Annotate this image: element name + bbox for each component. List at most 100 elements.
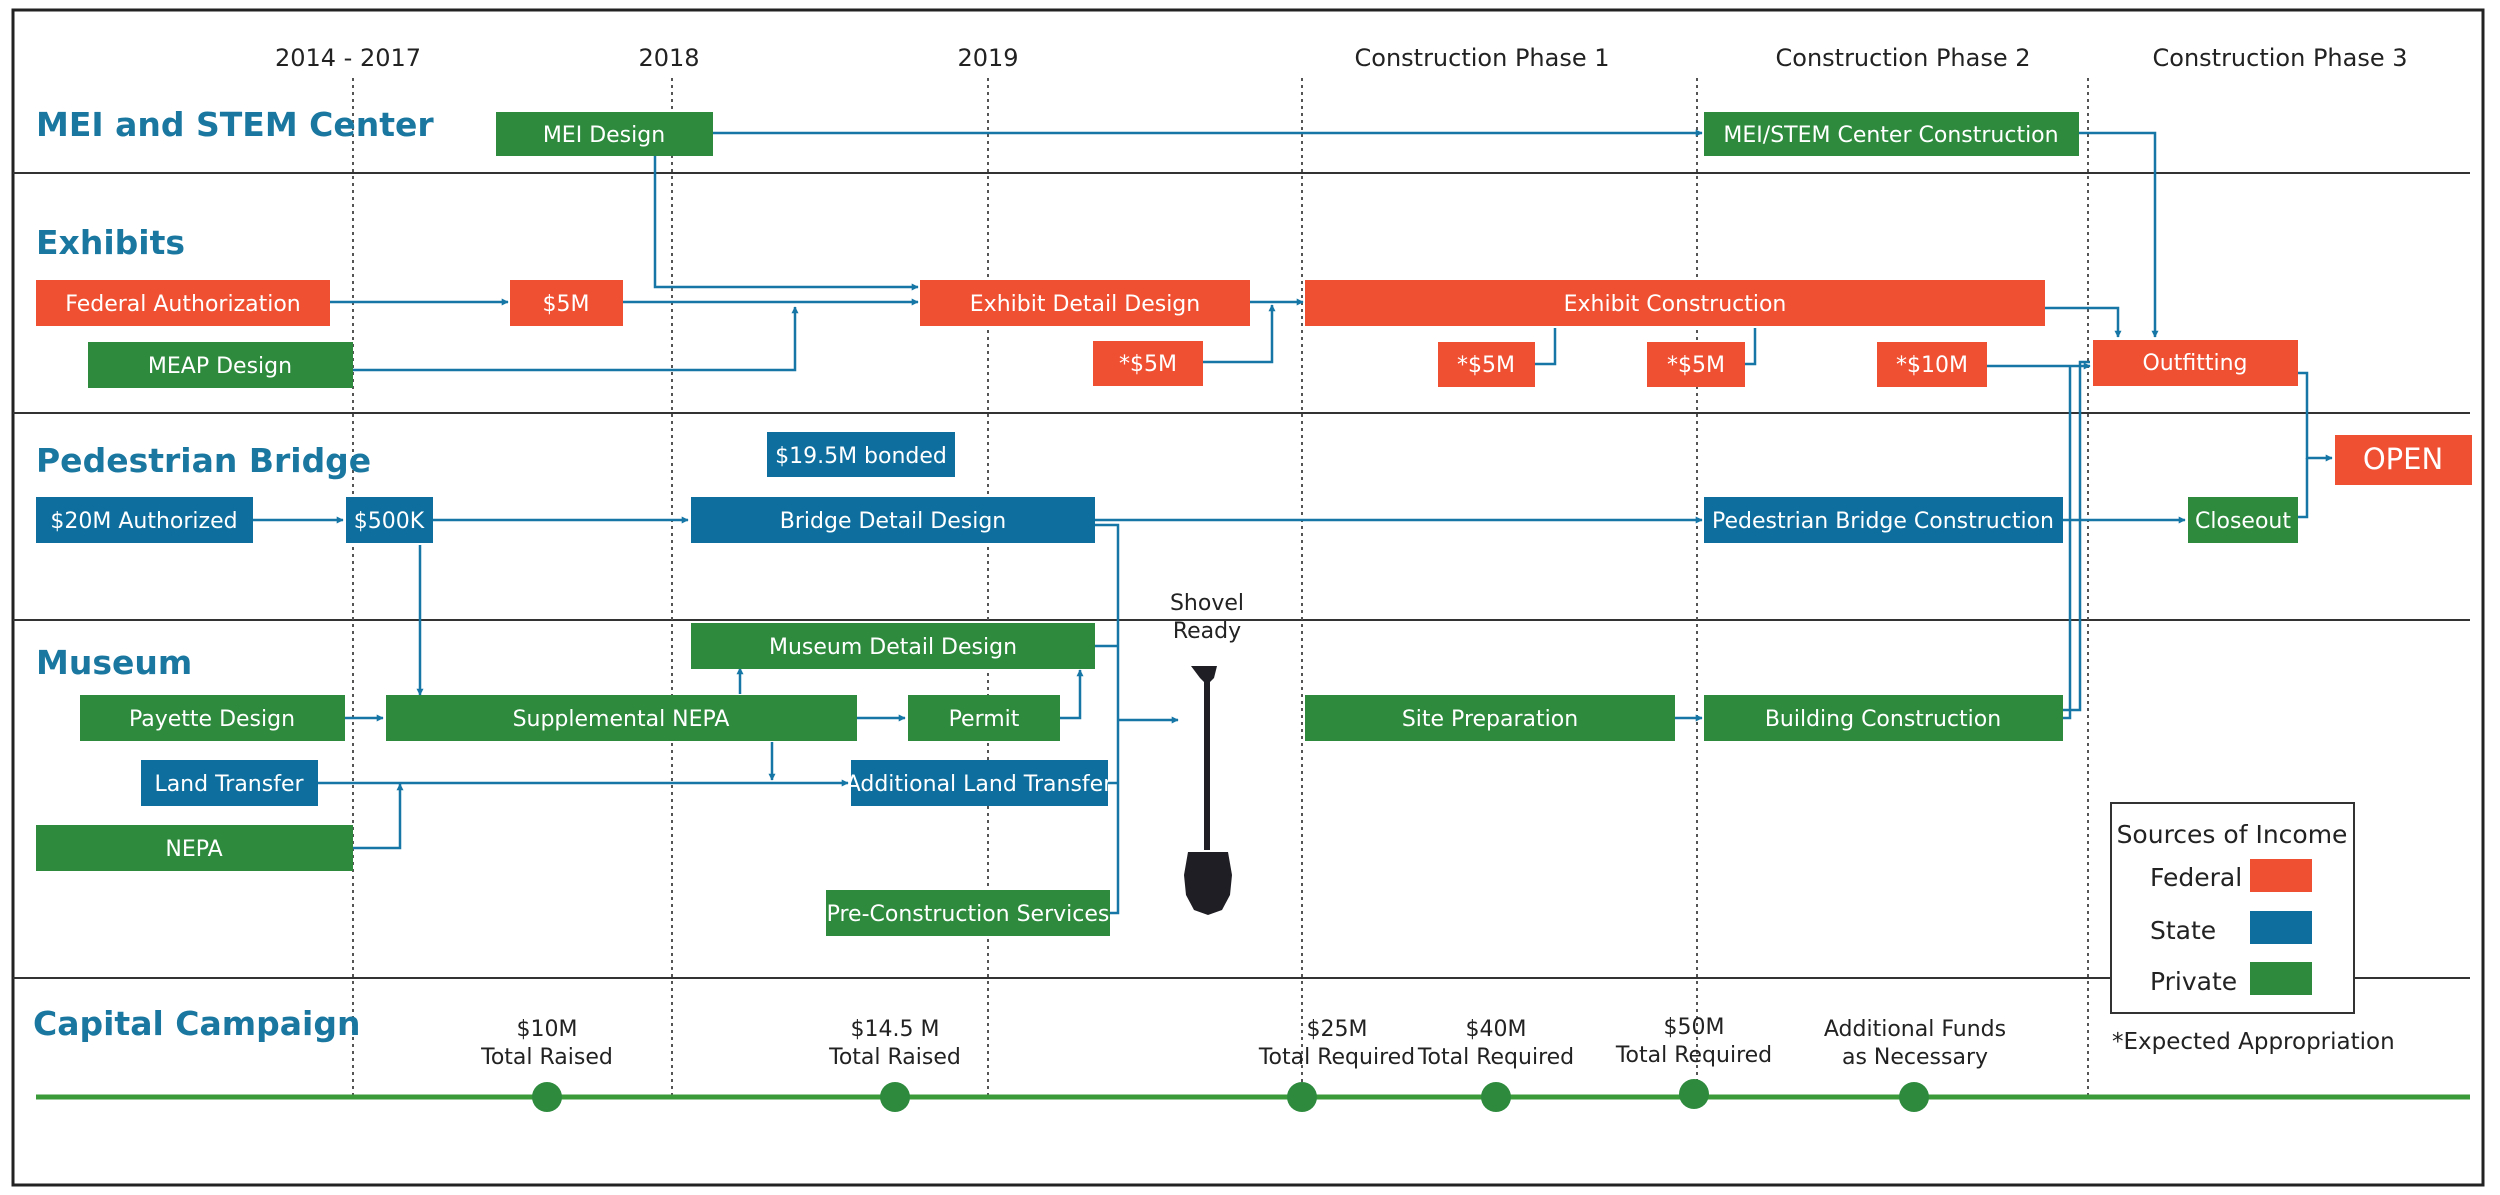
connector-mei-design-to-exhibit-detail-design	[653, 154, 919, 291]
legend-swatch-state	[2250, 911, 2312, 944]
legend-frame	[2110, 802, 2355, 1014]
svg-text:$19.5M bonded: $19.5M bonded	[775, 444, 947, 469]
box-500k: $500K	[346, 497, 433, 543]
svg-text:*$10M: *$10M	[1896, 353, 1968, 378]
connector-converge-to-shovel-ready	[1095, 523, 1120, 915]
box-pedestrian-bridge-construction: Pedestrian Bridge Construction	[1704, 497, 2063, 543]
svg-text:MEAP Design: MEAP Design	[148, 354, 292, 379]
svg-text:Total Required: Total Required	[1417, 1045, 1574, 1070]
svg-text:as Necessary: as Necessary	[1842, 1045, 1988, 1070]
box-museum-detail-design: Museum Detail Design	[691, 623, 1095, 669]
shovel-label-line1: Shovel	[1170, 591, 1244, 616]
box-mei-design: MEI Design	[496, 112, 713, 156]
svg-text:$40M: $40M	[1466, 1017, 1527, 1042]
svg-text:$20M Authorized: $20M Authorized	[50, 509, 237, 534]
column-header-phase-2: Construction Phase 2	[1776, 44, 2031, 72]
svg-text:*$5M: *$5M	[1457, 353, 1515, 378]
svg-text:Outfitting: Outfitting	[2142, 351, 2247, 376]
svg-text:OPEN: OPEN	[2363, 442, 2443, 476]
row-label-pedestrian-bridge: Pedestrian Bridge	[36, 441, 371, 480]
connector-permit-to-bridge-detail-design	[1060, 669, 1084, 720]
svg-text:MEI/STEM Center Construction: MEI/STEM Center Construction	[1723, 123, 2058, 148]
box-building-construction: Building Construction	[1704, 695, 2063, 741]
svg-text:Private: Private	[2150, 967, 2237, 996]
svg-text:State: State	[2150, 916, 2216, 945]
column-header-2018: 2018	[638, 44, 699, 72]
svg-text:Payette Design: Payette Design	[129, 707, 295, 732]
svg-text:MEI Design: MEI Design	[543, 123, 665, 148]
box-expected-10m: *$10M	[1877, 342, 1987, 387]
svg-text:*$5M: *$5M	[1119, 352, 1177, 377]
svg-text:Exhibit Detail Design: Exhibit Detail Design	[970, 292, 1200, 317]
milestone-dot	[1287, 1082, 1317, 1112]
row-label-capital-campaign: Capital Campaign	[33, 1004, 360, 1043]
svg-text:Site Preparation: Site Preparation	[1402, 707, 1578, 732]
box-mei-stem-construction: MEI/STEM Center Construction	[1704, 112, 2079, 156]
svg-text:NEPA: NEPA	[165, 837, 222, 862]
shovel-icon	[1184, 666, 1232, 915]
svg-text:Total Required: Total Required	[1615, 1043, 1772, 1068]
milestone-dot	[1899, 1082, 1929, 1112]
column-headers: 2014 - 2017 2018 2019 Construction Phase…	[275, 44, 2408, 72]
milestone-14-5m: $14.5 M Total Raised	[828, 1017, 961, 1112]
connector-building-construction-to-outfitting-b	[2063, 360, 2090, 712]
milestone-25m: $25M Total Required	[1258, 1017, 1415, 1112]
connector-mei-stem-construction-to-outfitting	[2079, 131, 2159, 338]
box-expected-5m-c: *$5M	[1647, 342, 1745, 387]
legend-title: Sources of Income	[2117, 820, 2348, 849]
svg-text:Permit: Permit	[949, 707, 1020, 732]
box-20m-authorized: $20M Authorized	[36, 497, 253, 543]
svg-text:Museum Detail Design: Museum Detail Design	[769, 635, 1017, 660]
connector-exp-5m-a-to-exhibit-construction	[1203, 304, 1276, 364]
box-five-m: $5M	[510, 280, 623, 326]
svg-text:Total Required: Total Required	[1258, 1045, 1415, 1070]
diagram-frame	[11, 8, 2485, 1187]
box-nepa: NEPA	[36, 825, 353, 871]
milestone-50m: $50M Total Required	[1615, 1015, 1772, 1109]
svg-text:Total Raised: Total Raised	[480, 1045, 613, 1070]
row-label-mei-stem: MEI and STEM Center	[36, 105, 434, 144]
box-meap-design: MEAP Design	[88, 342, 353, 388]
capital-campaign-timeline: $10M Total Raised $14.5 M Total Raised $…	[36, 1015, 2470, 1112]
box-exhibit-detail-design: Exhibit Detail Design	[920, 280, 1250, 326]
svg-text:$10M: $10M	[517, 1017, 578, 1042]
legend-item-state: State	[2150, 911, 2312, 945]
box-open: OPEN	[2335, 435, 2472, 485]
connector-exhibit-construction-to-outfitting	[2045, 306, 2122, 338]
svg-text:Federal: Federal	[2150, 863, 2242, 892]
shovel-ready: Shovel Ready	[1170, 591, 1244, 915]
box-closeout: Closeout	[2188, 497, 2298, 543]
boxes: MEI Design MEI/STEM Center Construction …	[36, 112, 2472, 936]
svg-text:Bridge Detail Design: Bridge Detail Design	[780, 509, 1006, 534]
box-19-5m-bonded: $19.5M bonded	[767, 432, 955, 477]
milestone-additional-funds: Additional Funds as Necessary	[1824, 1017, 2006, 1112]
connector-meap-design-to-funding	[353, 306, 799, 372]
box-site-preparation: Site Preparation	[1305, 695, 1675, 741]
svg-text:Supplemental NEPA: Supplemental NEPA	[513, 707, 730, 732]
box-expected-5m-a: *$5M	[1093, 341, 1203, 386]
svg-text:Exhibit Construction: Exhibit Construction	[1564, 292, 1787, 317]
legend: Sources of Income Federal State Private	[2110, 802, 2355, 1014]
svg-text:Additional Land Transfer: Additional Land Transfer	[846, 772, 1113, 797]
svg-text:Additional Funds: Additional Funds	[1824, 1017, 2006, 1042]
svg-text:$500K: $500K	[354, 509, 425, 534]
connector-outfitting-to-open	[2298, 371, 2333, 462]
shovel-label-line2: Ready	[1173, 619, 1241, 644]
svg-text:Total Raised: Total Raised	[828, 1045, 961, 1070]
box-land-transfer: Land Transfer	[141, 760, 318, 806]
legend-item-private: Private	[2150, 962, 2312, 996]
box-bridge-detail-design: Bridge Detail Design	[691, 497, 1095, 543]
box-permit: Permit	[908, 695, 1060, 741]
svg-text:Federal Authorization: Federal Authorization	[65, 292, 300, 317]
box-federal-authorization: Federal Authorization	[36, 280, 330, 326]
svg-text:$14.5 M: $14.5 M	[851, 1017, 940, 1042]
box-outfitting: Outfitting	[2093, 340, 2298, 386]
column-dividers	[352, 78, 2089, 1100]
milestone-dot	[1481, 1082, 1511, 1112]
row-label-museum: Museum	[36, 643, 192, 682]
column-header-2014-2017: 2014 - 2017	[275, 44, 421, 72]
svg-text:$25M: $25M	[1307, 1017, 1368, 1042]
legend-item-federal: Federal	[2150, 859, 2312, 892]
svg-text:*$5M: *$5M	[1667, 353, 1725, 378]
